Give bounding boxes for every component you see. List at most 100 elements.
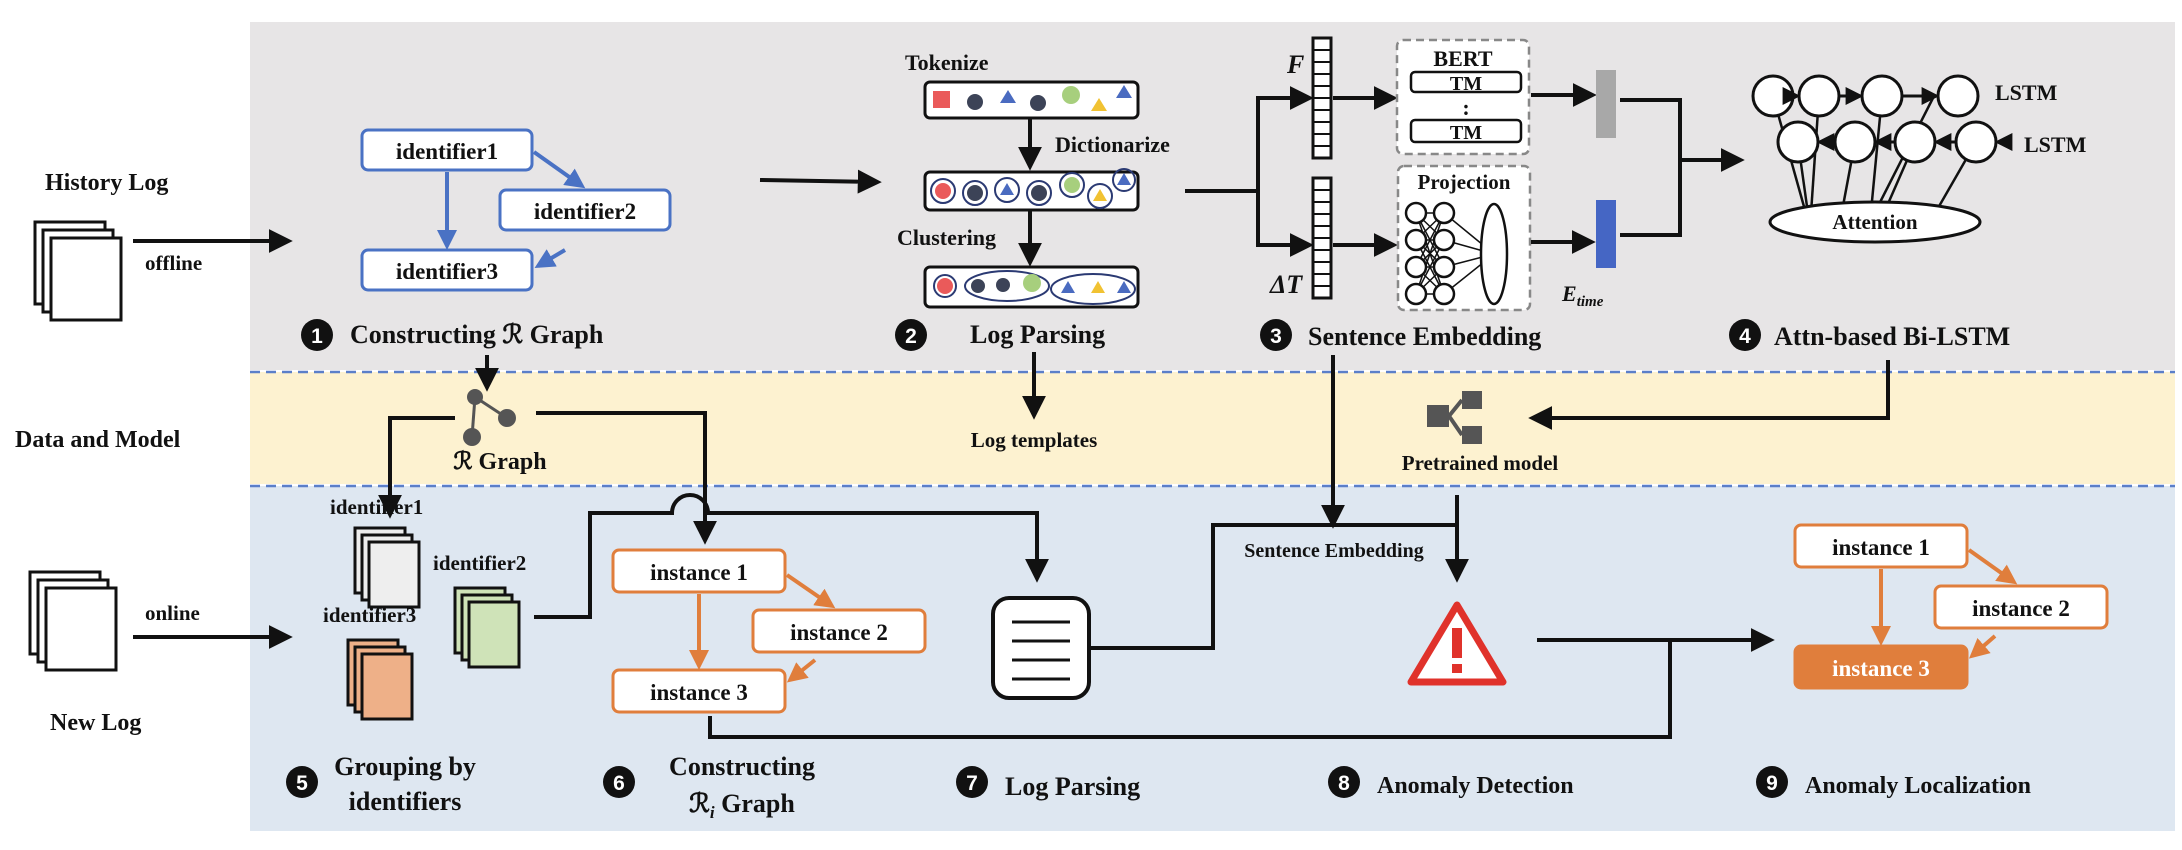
localized-instance3-node-anomalous: instance 3 <box>1793 644 1969 690</box>
loc-inst2-to-inst3-edge <box>1968 634 1997 659</box>
step8-number: 8 <box>1338 772 1350 795</box>
step5-title-line1: Grouping by <box>334 752 476 781</box>
step2-badge: 2 <box>895 319 927 351</box>
step6-title-line2: ℛi Graph <box>689 789 795 822</box>
localized-instance2-node: instance 2 <box>1933 584 2109 630</box>
log-templates-label: Log templates <box>971 428 1098 452</box>
identifier3-text: identifier3 <box>396 259 498 284</box>
step3-badge: 3 <box>1260 319 1292 351</box>
instance1-node: instance 1 <box>611 548 787 594</box>
etime-main: E <box>1561 281 1577 306</box>
step4-badge: 4 <box>1729 319 1761 351</box>
step1-title: Constructing ℛ Graph <box>350 320 604 349</box>
inst2-to-inst3-edge <box>786 658 817 683</box>
token-bar-clustered <box>923 265 1140 309</box>
offline-label: offline <box>145 251 202 275</box>
bert-output-vector <box>1596 70 1616 138</box>
group-identifier1-label: identifier1 <box>330 495 423 519</box>
step8-title: Anomaly Detection <box>1377 773 1574 799</box>
step5-title-line2: identifiers <box>349 787 462 816</box>
step4-to-pretrained-arrow <box>1528 360 1890 430</box>
projection-block: Projection <box>1396 164 1532 312</box>
identifier1-log-stack <box>353 526 421 609</box>
step3-number: 3 <box>1270 325 1282 348</box>
step4-title: Attn-based Bi-LSTM <box>1774 322 2010 351</box>
id2-to-id3-edge <box>534 248 567 269</box>
step6-subscript: i <box>710 803 715 822</box>
step7-badge: 7 <box>956 766 988 798</box>
data-model-band <box>250 372 2175 484</box>
step5-badge: 5 <box>286 766 318 798</box>
f-label: F <box>1286 50 1304 79</box>
step1-number: 1 <box>311 325 323 348</box>
identifier2-text: identifier2 <box>534 199 636 224</box>
projection-label: Projection <box>1418 170 1511 194</box>
r-graph-icon <box>463 389 516 446</box>
inst1-to-inst2-edge <box>785 573 836 609</box>
log-document-icon <box>991 596 1091 700</box>
tm-label-top: TM <box>1450 73 1482 95</box>
history-log-label: History Log <box>45 170 168 196</box>
sentence-embedding-label: Sentence Embedding <box>1244 540 1423 562</box>
step9-badge: 9 <box>1756 766 1788 798</box>
tm-dots: : <box>1462 95 1469 120</box>
loc-inst1-to-inst2-edge <box>1967 548 2018 585</box>
alert-icon <box>1407 601 1507 686</box>
history-log-document-icon <box>33 220 123 322</box>
instance2-node: instance 2 <box>751 608 927 654</box>
localized-instance2-text: instance 2 <box>1972 596 2070 621</box>
step7-title: Log Parsing <box>1005 772 1140 801</box>
bi-lstm-network: Attention <box>1751 74 2013 244</box>
tm-label-bottom: TM <box>1450 122 1482 144</box>
dt-label: ΔT <box>1269 270 1303 299</box>
identifier3-log-stack <box>346 638 414 721</box>
dt-feature-vector <box>1311 176 1333 300</box>
identifier2-log-stack <box>453 586 521 669</box>
step9-title: Anomaly Localization <box>1805 773 2031 799</box>
graph-to-parsing-arrow <box>759 169 882 194</box>
bert-block: BERT TM : TM <box>1395 38 1531 156</box>
pretrained-model-label: Pretrained model <box>1402 451 1559 475</box>
identifier1-node: identifier1 <box>360 128 534 172</box>
pretrained-model-icon <box>1427 391 1482 444</box>
identifier2-node: identifier2 <box>498 188 672 232</box>
etime-vector <box>1596 200 1616 268</box>
etime-label: Etime <box>1561 281 1604 310</box>
group-identifier2-label: identifier2 <box>433 551 526 575</box>
new-log-document-icon <box>28 570 118 672</box>
step6-r-symbol: ℛ <box>689 789 710 818</box>
step8-badge: 8 <box>1328 766 1360 798</box>
data-and-model-label: Data and Model <box>15 427 181 453</box>
id1-to-id2-edge <box>532 150 586 189</box>
token-bar-raw <box>923 80 1140 120</box>
localized-instance1-text: instance 1 <box>1832 535 1930 560</box>
step1-badge: 1 <box>301 319 333 351</box>
step6-graph-word: Graph <box>715 789 796 818</box>
step7-number: 7 <box>966 772 978 795</box>
bert-label: BERT <box>1433 46 1492 71</box>
step6-title-line1: Constructing <box>669 752 815 781</box>
f-feature-vector <box>1311 36 1333 160</box>
new-log-label: New Log <box>50 710 141 736</box>
attention-label: Attention <box>1832 210 1917 234</box>
step9-number: 9 <box>1766 772 1778 795</box>
grouping-to-parsing-connector <box>534 493 1049 619</box>
step2-number: 2 <box>905 325 917 348</box>
tokenize-label: Tokenize <box>905 50 989 75</box>
token-bar-dictionarized <box>923 168 1140 212</box>
step2-title: Log Parsing <box>970 320 1105 349</box>
identifier1-text: identifier1 <box>396 139 498 164</box>
step3-title: Sentence Embedding <box>1308 322 1541 351</box>
instance3-text: instance 3 <box>650 680 748 705</box>
lstm-backward-label: LSTM <box>2024 132 2087 157</box>
step5-number: 5 <box>296 772 308 795</box>
lstm-forward-label: LSTM <box>1995 80 2058 105</box>
instances-to-detection-connector <box>708 642 1672 739</box>
localized-instance3-text: instance 3 <box>1832 656 1930 681</box>
parsing-to-embedding-connector <box>1185 98 1260 245</box>
dictionarize-label: Dictionarize <box>1055 132 1170 157</box>
parsing-to-detection-connector <box>1090 523 1469 650</box>
instance2-text: instance 2 <box>790 620 888 645</box>
step6-badge: 6 <box>603 766 635 798</box>
